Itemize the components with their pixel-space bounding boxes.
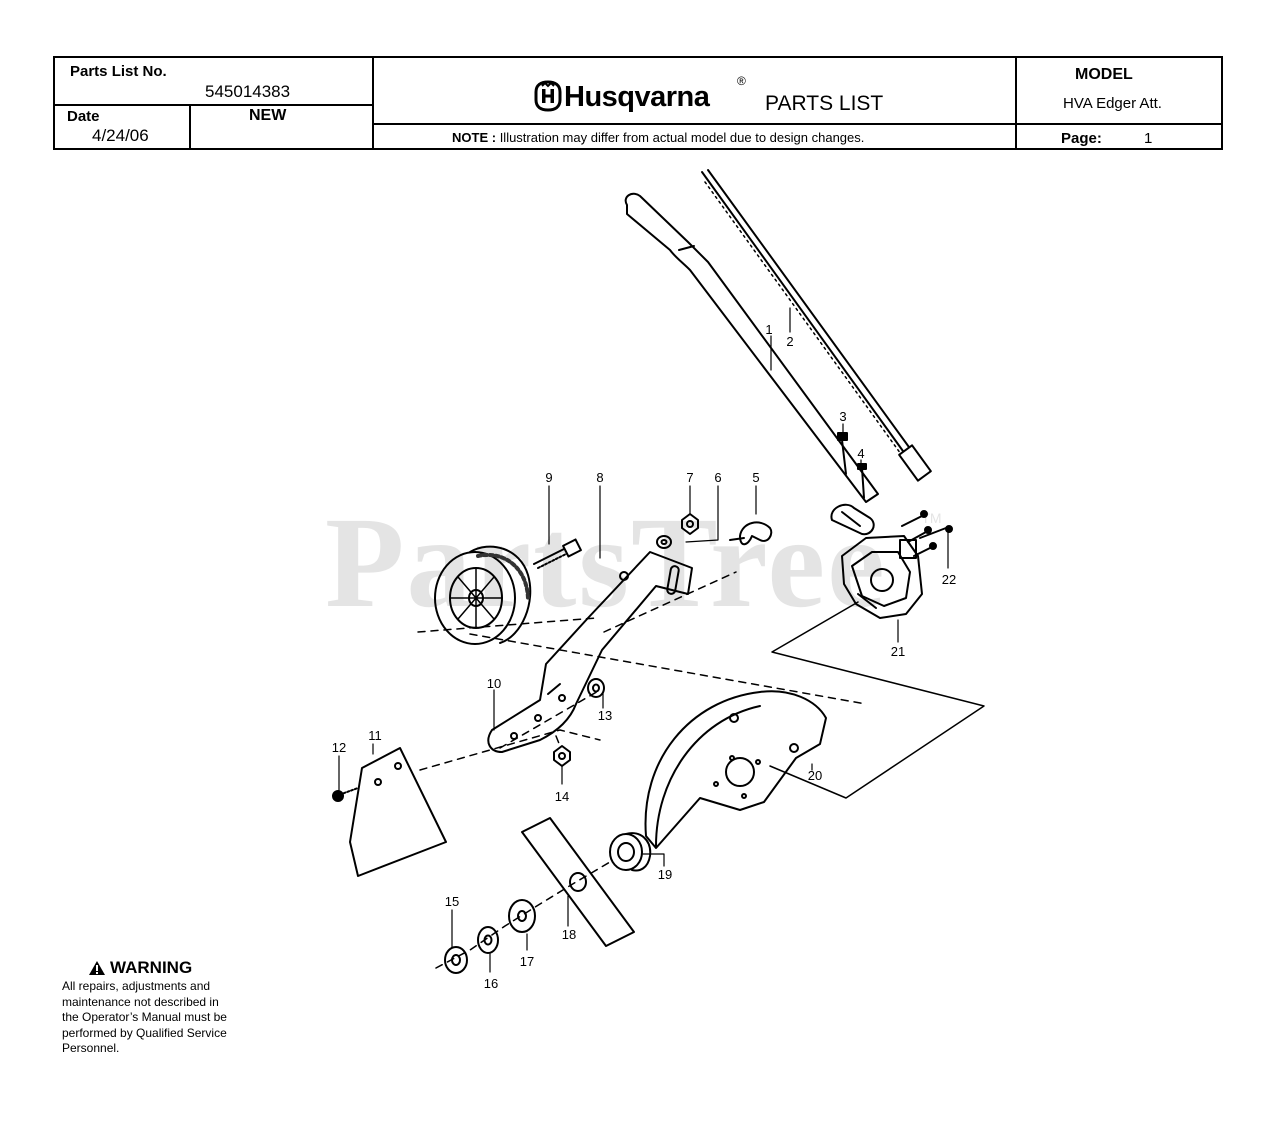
divider xyxy=(189,106,191,148)
part-blade-guard xyxy=(644,690,827,849)
callout-9: 9 xyxy=(545,470,552,485)
part-washer-13 xyxy=(587,678,605,698)
leader-lines xyxy=(338,307,949,973)
note-text: Illustration may differ from actual mode… xyxy=(499,130,865,145)
warning-block: WARNING All repairs, adjustments and mai… xyxy=(62,958,292,1057)
callout-12: 12 xyxy=(332,740,346,755)
note: NOTE : Illustration may differ from actu… xyxy=(452,130,864,145)
date-label: Date xyxy=(67,108,100,125)
warning-line: maintenance not described in xyxy=(62,994,219,1009)
callout-22: 22 xyxy=(942,572,956,587)
divider xyxy=(1015,58,1017,148)
callout-2: 2 xyxy=(786,334,793,349)
part-bracket xyxy=(487,551,693,753)
page-title: PARTS LIST xyxy=(765,92,884,115)
part-clamp xyxy=(830,503,875,536)
part-drive-shaft xyxy=(701,169,932,482)
part-nut-15 xyxy=(444,946,468,974)
parts-list-no-label: Parts List No. xyxy=(70,63,167,80)
divider xyxy=(372,123,1223,125)
callout-3: 3 xyxy=(839,409,846,424)
registered-mark: ® xyxy=(737,74,746,88)
part-screws xyxy=(837,432,867,499)
callout-8: 8 xyxy=(596,470,603,485)
brand-logo: Husqvarna xyxy=(533,80,710,113)
callout-1: 1 xyxy=(765,322,772,337)
model-value: HVA Edger Att. xyxy=(1063,95,1162,112)
warning-title: WARNING xyxy=(88,958,292,978)
watermark-text: PartsTree xyxy=(325,491,887,635)
part-gearbox xyxy=(841,535,923,619)
part-nut-14 xyxy=(553,745,571,767)
callout-10: 10 xyxy=(487,676,501,691)
part-washer-nut xyxy=(656,513,699,549)
warning-text: All repairs, adjustments and maintenance… xyxy=(62,979,292,1057)
part-screws-22 xyxy=(901,510,953,557)
part-knob xyxy=(729,521,773,546)
callout-18: 18 xyxy=(562,927,576,942)
callout-14: 14 xyxy=(555,789,569,804)
note-label: NOTE : xyxy=(452,130,497,145)
callout-5: 5 xyxy=(752,470,759,485)
watermark: PartsTree TM xyxy=(325,488,942,638)
assembly-lines xyxy=(417,571,867,969)
part-washer-16 xyxy=(477,926,499,954)
callout-19: 19 xyxy=(658,867,672,882)
status-badge: NEW xyxy=(249,107,287,124)
brand-name: Husqvarna xyxy=(564,81,710,113)
part-blade xyxy=(521,817,635,947)
warning-line: performed by Qualified Service xyxy=(62,1025,227,1040)
model-label: MODEL xyxy=(1075,66,1133,83)
projection-lines xyxy=(769,601,985,799)
part-spacer xyxy=(609,832,652,872)
warning-line: Personnel. xyxy=(62,1041,120,1055)
callout-16: 16 xyxy=(484,976,498,991)
page-number: 1 xyxy=(1144,130,1153,147)
callout-13: 13 xyxy=(598,708,612,723)
callout-11: 11 xyxy=(368,728,382,743)
warning-line: the Operator’s Manual must be xyxy=(62,1010,227,1024)
husqvarna-crown-icon xyxy=(534,80,562,112)
divider xyxy=(372,58,374,148)
callout-6: 6 xyxy=(714,470,721,485)
callout-labels: 1 2 3 4 5 6 7 8 9 10 11 12 13 14 15 16 1… xyxy=(332,322,956,991)
callout-21: 21 xyxy=(891,644,905,659)
part-shield-plate xyxy=(349,747,447,877)
part-screw-12 xyxy=(332,787,359,802)
parts-list-no: 545014383 xyxy=(205,82,291,101)
callout-7: 7 xyxy=(686,470,693,485)
part-shaft-tube xyxy=(624,192,879,503)
date-value: 4/24/06 xyxy=(92,126,149,145)
page-label: Page: xyxy=(1061,130,1102,147)
callout-20: 20 xyxy=(808,768,822,783)
warning-triangle-icon xyxy=(89,961,105,975)
callout-4: 4 xyxy=(857,446,864,461)
divider xyxy=(55,104,372,106)
header-table: Parts List No. 545014383 Date 4/24/06 NE… xyxy=(53,56,1223,150)
callout-17: 17 xyxy=(520,954,534,969)
part-wheel xyxy=(434,545,532,645)
warning-line: All repairs, adjustments and xyxy=(62,979,211,993)
part-washer-17 xyxy=(508,899,536,933)
warning-title-text: WARNING xyxy=(110,958,193,977)
part-bolt xyxy=(533,538,582,569)
callout-15: 15 xyxy=(445,894,459,909)
